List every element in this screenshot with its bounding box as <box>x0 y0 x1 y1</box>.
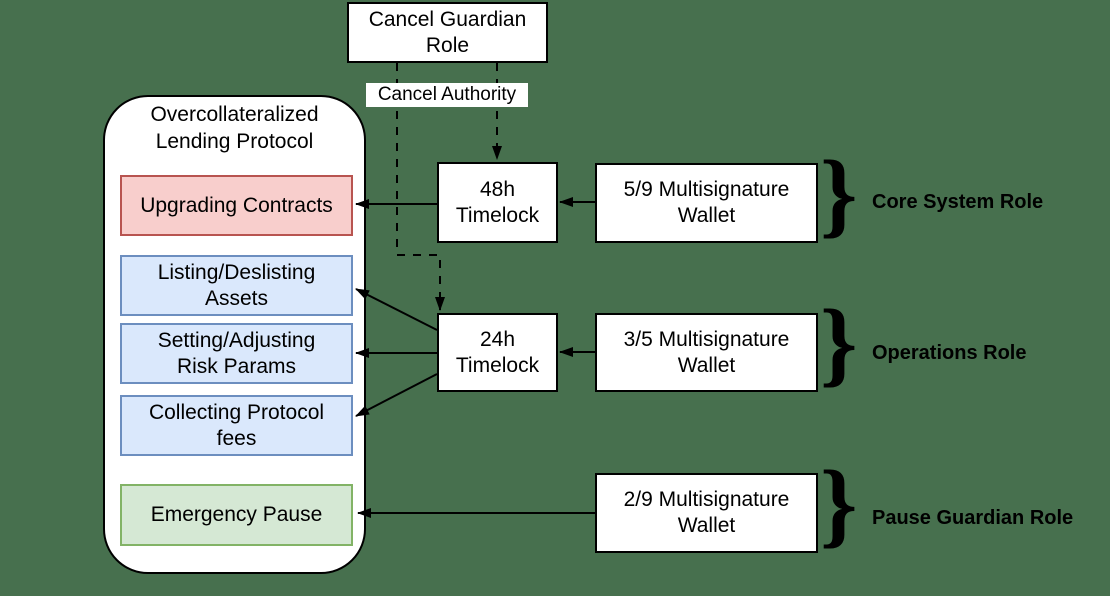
cancel-guardian-role-label: Cancel Guardian Role <box>368 7 527 57</box>
timelock-48h-box: 48h Timelock <box>437 162 558 243</box>
function-label: Emergency Pause <box>150 503 323 527</box>
function-label: Upgrading Contracts <box>140 193 333 217</box>
function-box-setting-adjusting-risk-params: Setting/Adjusting Risk Params <box>120 323 353 384</box>
function-box-upgrading-contracts: Upgrading Contracts <box>120 175 353 236</box>
protocol-title: Overcollateralized Lending Protocol <box>150 103 319 153</box>
role-label-core-system: Core System Role <box>872 191 1044 213</box>
role-label-operations: Operations Role <box>872 342 1027 364</box>
function-label: Collecting Protocol fees <box>148 400 325 450</box>
wallet-3-5-label: 3/5 Multisignature Wallet <box>623 327 790 377</box>
function-box-emergency-pause: Emergency Pause <box>120 484 353 546</box>
curly-brace-icon-operations: } <box>820 290 857 396</box>
function-box-listing-deslisting-assets: Listing/Deslisting Assets <box>120 255 353 316</box>
timelock-48h-label: 48h Timelock <box>455 177 540 227</box>
wallet-5-9-multisig-box: 5/9 Multisignature Wallet <box>595 163 818 243</box>
curly-brace-icon-pause-guardian: } <box>820 451 857 557</box>
edge-24h-timelock-to-listing-assets <box>355 288 438 331</box>
timelock-24h-label: 24h Timelock <box>455 327 540 377</box>
function-box-collecting-protocol-fees: Collecting Protocol fees <box>120 395 353 456</box>
cancel-guardian-role-box: Cancel Guardian Role <box>347 2 548 63</box>
curly-brace-icon-core-system: } <box>820 141 857 247</box>
wallet-3-5-multisig-box: 3/5 Multisignature Wallet <box>595 313 818 392</box>
wallet-5-9-label: 5/9 Multisignature Wallet <box>623 178 790 227</box>
edge-24h-timelock-to-protocol-fees <box>355 373 438 417</box>
timelock-24h-box: 24h Timelock <box>437 313 558 392</box>
cancel-authority-edge-label: Cancel Authority <box>366 83 528 107</box>
function-label: Setting/Adjusting Risk Params <box>157 328 316 378</box>
function-label: Listing/Deslisting Assets <box>157 260 316 310</box>
wallet-2-9-multisig-box: 2/9 Multisignature Wallet <box>595 473 818 553</box>
wallet-2-9-label: 2/9 Multisignature Wallet <box>623 488 790 537</box>
role-label-pause-guardian: Pause Guardian Role <box>872 507 1074 529</box>
